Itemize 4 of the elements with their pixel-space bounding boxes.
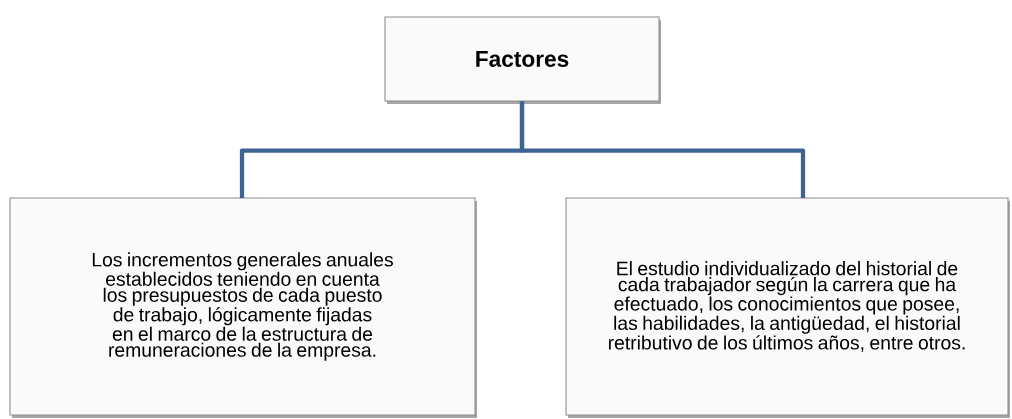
title-box: Factores	[384, 16, 661, 104]
text-box: El estudio individualizado del historial de cada trabajador según la carrera que ha efectuado, los conocimientos que posee, las habilidades, la antigüedad, el historial retributivo de los últimos años, entre otros.	[565, 197, 1010, 418]
text-box: Los incrementos generales anuales establecidos teniendo en cuenta los presupuestos de cada puesto de trabajo, lógicamente fijadas en el marco de la estructura de remuneraciones de la empresa.	[9, 197, 477, 418]
connector-line	[519, 101, 806, 198]
